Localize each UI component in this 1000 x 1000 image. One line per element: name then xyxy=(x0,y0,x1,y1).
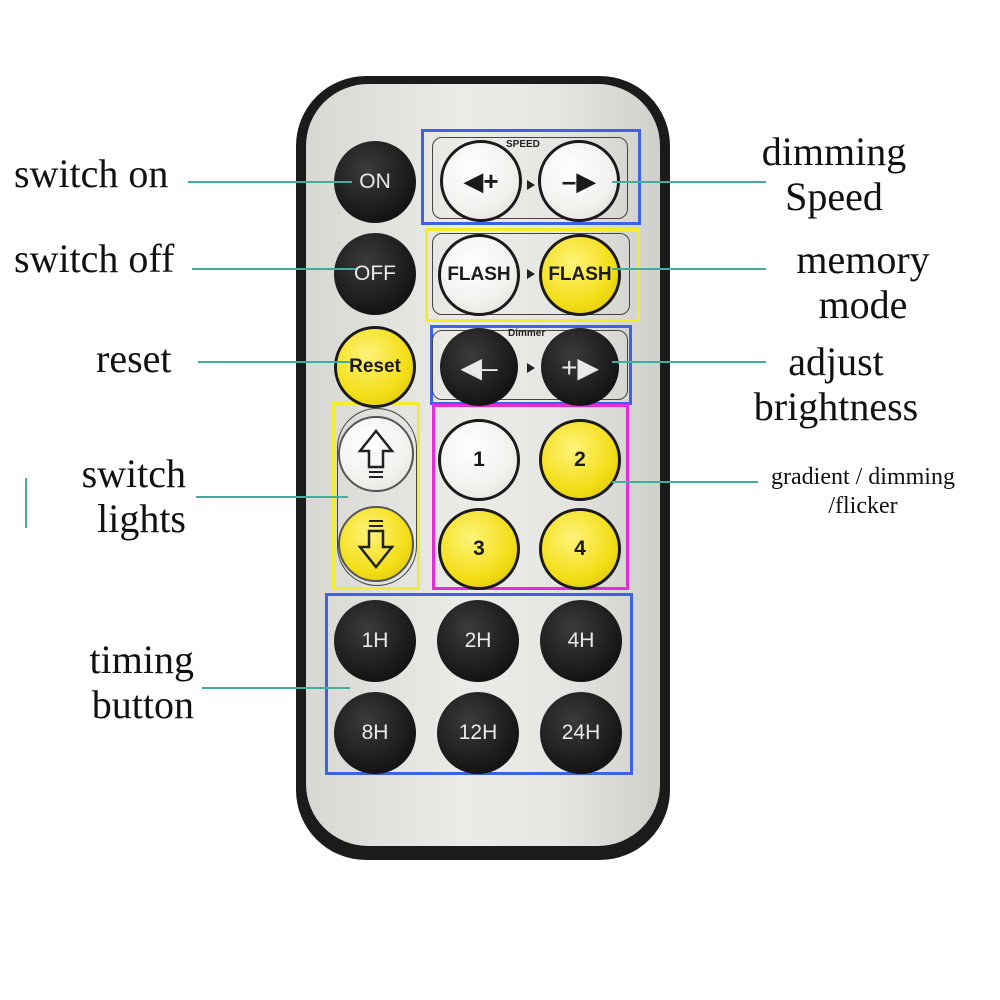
label-switch-lights-line1: switch xyxy=(81,451,186,496)
label-memory-mode-line1: memory xyxy=(796,237,930,282)
off-button[interactable]: OFF xyxy=(334,233,416,315)
speed-frame xyxy=(421,129,641,225)
label-gradient-dimming-flicker: gradient / dimming /flicker xyxy=(760,463,966,521)
dimmer-outline xyxy=(432,330,628,400)
mode-2-button[interactable]: 2 xyxy=(539,419,621,501)
label-memory-mode: memory mode xyxy=(778,237,948,328)
flash-button-white[interactable]: FLASH xyxy=(438,234,520,316)
flash-button-yellow[interactable]: FLASH xyxy=(539,234,621,316)
flash-frame xyxy=(425,228,640,322)
label-switch-lights: switch lights xyxy=(60,451,186,542)
mode-3-button[interactable]: 3 xyxy=(438,508,520,590)
label-gradient-line1: gradient / dimming xyxy=(771,464,955,490)
dim-up-button[interactable]: +▶ xyxy=(541,328,619,406)
arrow-up-icon xyxy=(357,428,395,478)
label-adjust-brightness-line2: brightness xyxy=(753,383,919,429)
timer-24h-button[interactable]: 24H xyxy=(540,692,622,774)
mode-frame xyxy=(432,404,629,590)
reset-button[interactable]: Reset xyxy=(334,326,416,408)
label-adjust-brightness-line1: adjust xyxy=(788,339,884,384)
label-adjust-brightness: adjust brightness xyxy=(744,339,928,430)
mode-4-button[interactable]: 4 xyxy=(539,508,621,590)
dimmer-frame xyxy=(430,325,632,405)
label-switch-lights-line2: lights xyxy=(97,495,186,541)
dim-down-button[interactable]: ◀– xyxy=(440,328,518,406)
timer-1h-button[interactable]: 1H xyxy=(334,600,416,682)
speed-title: SPEED xyxy=(506,139,540,150)
flash-arrow-icon xyxy=(527,269,535,279)
label-switch-on: switch on xyxy=(14,151,169,196)
label-timing-button: timing button xyxy=(62,637,194,728)
label-switch-off: switch off xyxy=(14,236,175,281)
mode-1-button[interactable]: 1 xyxy=(438,419,520,501)
dimmer-arrow-icon xyxy=(527,363,535,373)
switch-down-button[interactable] xyxy=(338,506,414,582)
speed-up-button[interactable]: ◀+ xyxy=(440,140,522,222)
arrow-down-icon xyxy=(357,520,395,570)
label-dimming-speed-line1: dimming xyxy=(761,129,907,174)
timer-8h-button[interactable]: 8H xyxy=(334,692,416,774)
label-memory-mode-line2: mode xyxy=(818,281,908,327)
flash-outline xyxy=(432,233,630,315)
switch-up-button[interactable] xyxy=(338,416,414,492)
speed-outline xyxy=(432,137,628,219)
dimmer-title: Dimmer xyxy=(508,328,546,339)
label-dimming-speed-line2: Speed xyxy=(785,173,883,219)
timer-4h-button[interactable]: 4H xyxy=(540,600,622,682)
label-dimming-speed: dimming Speed xyxy=(744,129,924,220)
timer-2h-button[interactable]: 2H xyxy=(437,600,519,682)
label-reset: reset xyxy=(96,336,172,381)
label-timing-button-line1: timing xyxy=(89,637,194,682)
speed-down-button[interactable]: –▶ xyxy=(538,140,620,222)
speed-arrow-icon xyxy=(527,180,535,190)
label-timing-button-line2: button xyxy=(91,681,194,727)
timer-12h-button[interactable]: 12H xyxy=(437,692,519,774)
label-gradient-line2: /flicker xyxy=(828,492,898,519)
